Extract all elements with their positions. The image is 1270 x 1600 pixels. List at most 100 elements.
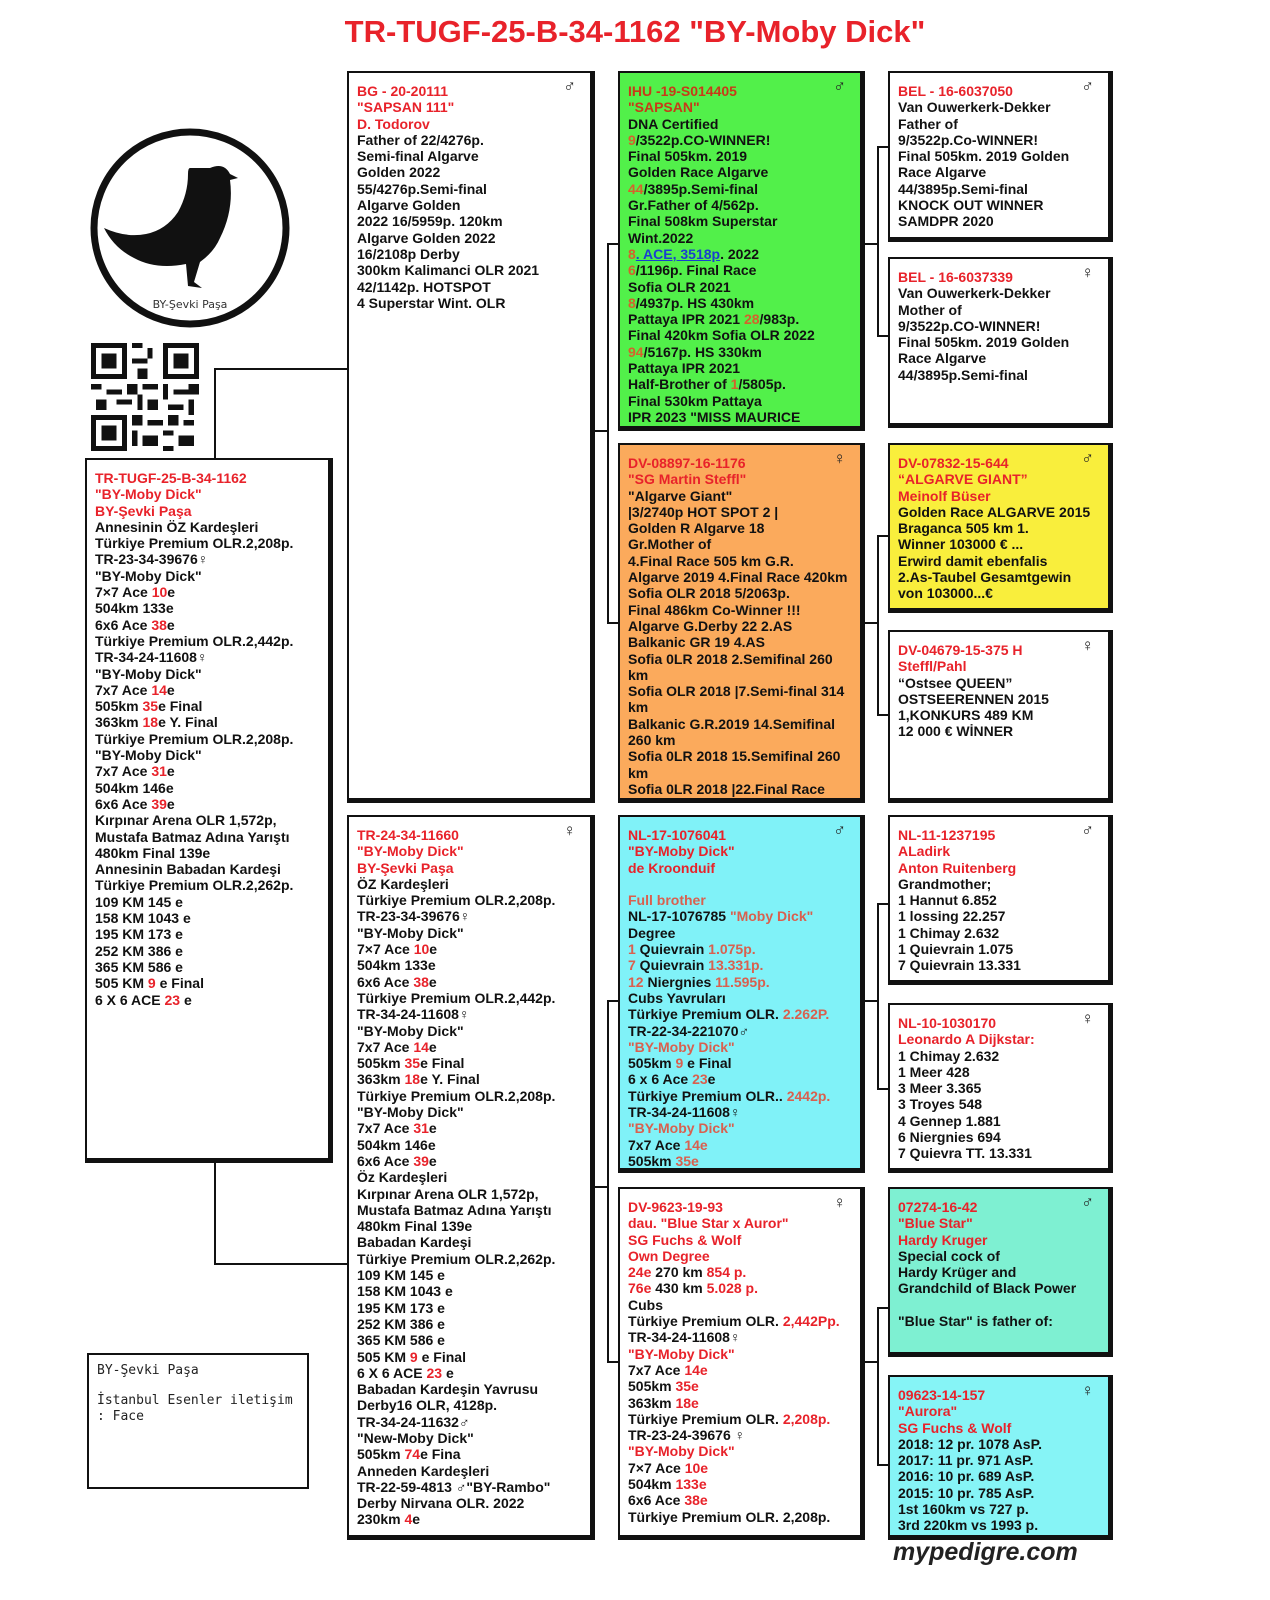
connector — [592, 430, 608, 432]
achievement-line: 8. ACE, 3518p. 2022 — [628, 245, 760, 262]
achievement-line: IPR 2023 "MISS MAURICE — [628, 408, 801, 425]
achievement-line: "New-Moby Dick" — [357, 1429, 474, 1446]
ring-number: BG - 20-20111 — [357, 83, 449, 99]
achievement-line: 1 Quievrain 1.075 — [898, 941, 1014, 958]
highlight-value: 1 — [730, 376, 739, 393]
female-icon: ♀ — [833, 1193, 846, 1212]
ring-number: DV-07832-15-644 — [898, 455, 1009, 471]
achievement-line: |3/2740p HOT SPOT 2 | — [628, 503, 779, 520]
connector — [214, 368, 348, 370]
connector — [607, 243, 609, 623]
achievement-line: 363km 18e Y. Final — [95, 714, 218, 731]
achievement-line: 1 Chimay 2.632 — [898, 924, 1000, 941]
achievement-line: TR-22-59-4813 ♂"BY-Rambo" — [357, 1478, 551, 1495]
achievement-line: "BY-Moby Dick" — [95, 747, 202, 764]
achievement-line: 230km 4e — [357, 1511, 421, 1528]
achievement-line: 1 Hannut 6.852 — [898, 892, 997, 909]
highlight-value: 74 — [404, 1446, 421, 1463]
breeder-contact: : Face — [97, 1409, 144, 1424]
ring-number: DV-08897-16-1176 — [628, 455, 746, 471]
achievement-line: km — [628, 666, 649, 683]
ring-number: NL-10-1030170 — [898, 1015, 997, 1031]
pigeon-card-subject[interactable]: TR-TUGF-25-B-34-1162"BY-Moby Dick"BY-Şev… — [85, 458, 333, 1163]
achievement-line: Sofia OLR 2018 |7.Semi-final 314 — [628, 683, 845, 700]
achievement-line: 6x6 Ace 38e — [628, 1492, 708, 1509]
highlight-value: Own Degree — [628, 1247, 710, 1264]
achievement-line: Türkiye Premium OLR.2,208p. — [95, 730, 294, 747]
highlight-value: 76e — [628, 1280, 652, 1297]
achievement-line: Sofia OLR 2021 — [628, 278, 731, 295]
achievement-line: Anneden Kardeşleri — [357, 1462, 490, 1479]
qr-code[interactable] — [90, 343, 200, 451]
achievement-line: Gr.Father of 4/562p. — [628, 197, 759, 214]
pigeon-card-dam[interactable]: ♀TR-24-34-11660"BY-Moby Dick"BY-Şevki Pa… — [347, 815, 595, 1540]
achievement-line: 7x7 Ace 31e — [95, 763, 175, 780]
achievement-line: TR-34-24-11608♀ — [628, 1104, 741, 1121]
achievement-line: 365 KM 586 e — [357, 1332, 445, 1349]
logo-text: BY-Şevki Paşa — [153, 298, 228, 311]
pigeon-header-line: "Blue Star" — [898, 1215, 973, 1232]
achievement-line: 8/4937p. HS 430km — [628, 294, 755, 311]
ring-number: IHU -19-S014405 — [628, 83, 737, 99]
achievement-line: 195 KM 173 e — [357, 1299, 445, 1316]
achievement-line: Own Degree — [628, 1248, 852, 1264]
achievement-line: Türkiye Premium OLR.2,208p. — [357, 892, 556, 909]
highlight-value: 39 — [413, 1152, 429, 1169]
achievement-line: Türkiye Premium OLR.2,442p. — [357, 989, 556, 1006]
achievement-line: km — [628, 764, 649, 781]
highlight-value: 2,208p. — [782, 1410, 831, 1427]
connector — [877, 903, 889, 905]
female-icon: ♀ — [563, 821, 576, 840]
male-icon: ♂ — [1081, 821, 1094, 840]
achievement-line: Sofia 0LR 2018 15.Semifinal 260 — [628, 748, 841, 765]
connector — [862, 622, 878, 624]
highlight-value: 14 — [151, 681, 167, 698]
achievement-line: 505km 35e Final — [95, 698, 203, 715]
pigeon-card-sds[interactable]: ♂DV-07832-15-644“ALGARVE GIANT”Meinolf B… — [888, 443, 1113, 613]
male-icon: ♂ — [563, 77, 576, 96]
achievement-line: Türkiye Premium OLR.2,262p. — [95, 877, 294, 894]
achievement-line: Derby Nirvana OLR. 2022 — [357, 1495, 525, 1512]
connector — [877, 1307, 879, 1465]
highlight-value: 2.262P. — [782, 1006, 830, 1023]
pigeon-header-line: "BY-Moby Dick" — [357, 843, 464, 860]
achievement-line: Van Ouwerkerk-Dekker — [898, 99, 1051, 116]
achievement-line: Full brother — [628, 892, 852, 908]
achievement-line: Braganca 505 km 1. — [898, 520, 1029, 537]
site-watermark[interactable]: mypedigre.com — [893, 1538, 1078, 1566]
pigeon-header-line: SG Fuchs & Wolf — [898, 1419, 1012, 1436]
achievement-line: 480km Final 139e — [95, 844, 211, 861]
highlight-value: 11.595p. — [715, 973, 770, 990]
achievement-line: Algarve Golden — [357, 197, 461, 214]
pigeon-card-sire-dam[interactable]: ♀DV-08897-16-1176"SG Martin Steffl""Alga… — [618, 443, 865, 803]
achievement-line: Türkiye Premium OLR.2,262p. — [357, 1250, 556, 1267]
achievement-line: Babadan Kardeşi — [357, 1234, 472, 1251]
highlight-value: 8 — [628, 245, 636, 262]
achievement-line: 6 Niergnies 694 — [898, 1129, 1001, 1146]
achievement-line: Golden Race ALGARVE 2015 — [898, 503, 1091, 520]
achievement-line: Pattaya IPR 2021 — [628, 360, 741, 377]
pigeon-header-line: "BY-Moby Dick" — [628, 843, 735, 860]
achievement-line: km — [628, 699, 649, 716]
achievement-line: TR-23-34-39676♀ — [357, 908, 471, 925]
achievement-line: "Algarve Giant" — [628, 487, 733, 504]
pigeon-card-dam-sire[interactable]: ♂NL-17-1076041"BY-Moby Dick"de Kroonduif… — [618, 815, 865, 1173]
achievement-line: Kırpınar Arena OLR 1,572p, — [357, 1185, 539, 1202]
achievement-line: "BY-Moby Dick" — [628, 1039, 852, 1055]
achievement-line: 7×7 Ace 10e — [357, 941, 438, 958]
highlight-value: 9 — [628, 131, 636, 148]
connector — [877, 146, 879, 336]
result-link[interactable]: . ACE, 3518p — [635, 245, 721, 262]
achievement-line: 44/3895p.Semi-final — [628, 180, 758, 197]
achievement-line: OSTSEERENNEN 2015 — [898, 690, 1049, 707]
